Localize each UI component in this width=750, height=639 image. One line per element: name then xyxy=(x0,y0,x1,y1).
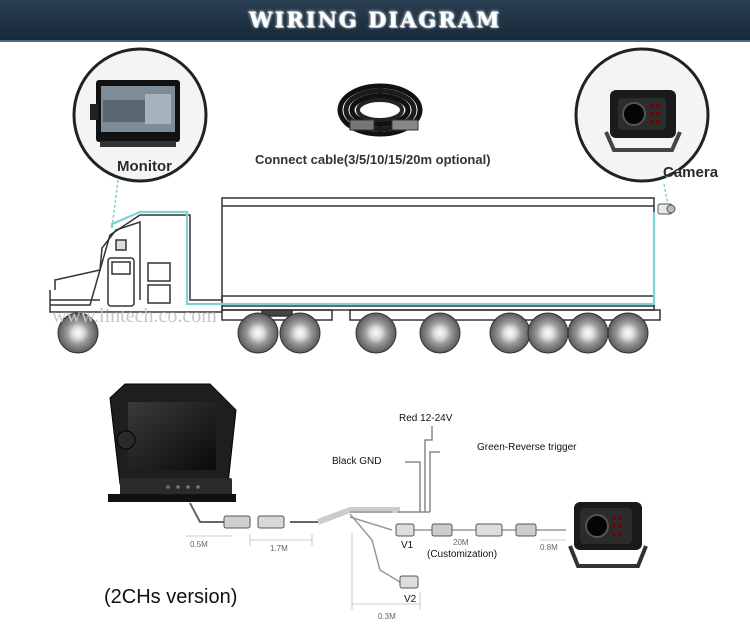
red-wire-label: Red 12-24V xyxy=(399,413,453,424)
camera-label: Camera xyxy=(663,164,719,181)
length-05m: 0.5M xyxy=(190,540,208,549)
cable-label: Connect cable(3/5/10/15/20m optional) xyxy=(255,152,491,167)
camera-inset xyxy=(574,47,710,183)
v1-label: V1 xyxy=(401,540,414,551)
header-banner xyxy=(0,0,750,42)
truck-wheels xyxy=(57,312,649,354)
length-20m: 20M xyxy=(453,538,469,547)
monitor-inset xyxy=(72,47,208,183)
watermark: www.lintech.co.com xyxy=(52,305,217,327)
connectors xyxy=(223,515,537,589)
black-wire-label: Black GND xyxy=(332,456,382,467)
version-label: (2CHs version) xyxy=(104,586,238,608)
monitor-product xyxy=(108,383,237,502)
cable-coil-icon xyxy=(337,83,423,137)
length-08m: 0.8M xyxy=(540,543,558,552)
cable-route xyxy=(110,210,656,306)
length-17m: 1.7M xyxy=(270,544,288,553)
dimension-lines xyxy=(186,532,566,610)
truck-illustration xyxy=(49,197,661,321)
monitor-label: Monitor xyxy=(117,158,172,175)
page-title: WIRING DIAGRAM xyxy=(248,7,502,32)
green-wire-label: Green-Reverse trigger xyxy=(477,442,577,453)
v2-label: V2 xyxy=(404,594,417,605)
length-03m: 0.3M xyxy=(378,612,396,621)
camera-product xyxy=(568,502,648,568)
customization-label: (Customization) xyxy=(427,549,498,560)
wiring-lines xyxy=(189,426,566,583)
